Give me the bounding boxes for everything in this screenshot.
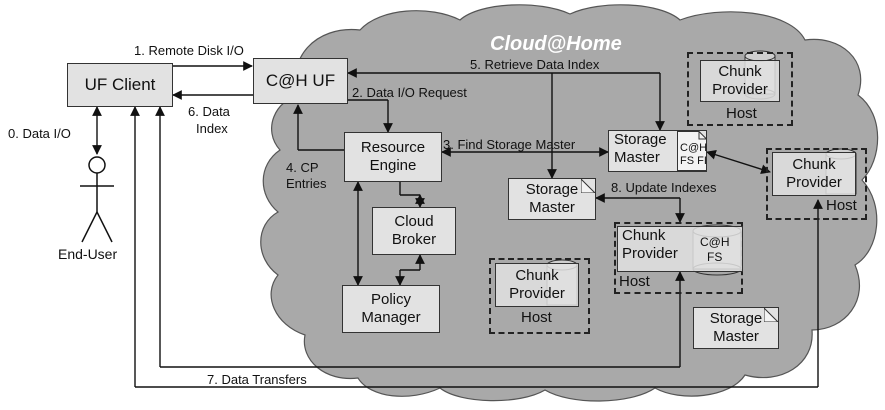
chfs-doc-label-line1: C@H [680, 142, 708, 154]
document-fold-icon [764, 308, 778, 322]
end-user-label: End-User [58, 246, 118, 262]
edge-label-4-line2: Entries [286, 176, 327, 191]
chfs-doc-label-line2: FS FI [680, 155, 707, 167]
chunk-provider-top-label-line2: Provider [712, 81, 768, 98]
storage-master-mid-label-line1: Storage [525, 181, 579, 198]
edge-label-4-line1: 4. CP [286, 160, 319, 175]
chunk-provider-left-label-line2: Provider [509, 285, 565, 302]
host-label-left: Host [521, 309, 552, 326]
uf-client-label: UF Client [84, 75, 156, 94]
cloud-broker-label-line2: Broker [391, 231, 437, 248]
chfs-cyl-label-line1: C@H [700, 235, 730, 249]
cloud-broker-label-line1: Cloud [394, 213, 434, 230]
chunk-provider-left-box: Chunk Provider [495, 263, 579, 307]
storage-master-mid-label-line2: Master [529, 199, 575, 216]
resource-engine-label-line1: Resource [360, 139, 426, 156]
edge-label-8: 8. Update Indexes [611, 180, 717, 195]
host-label-center: Host [619, 273, 650, 290]
chfs-cyl-label-line2: FS [707, 250, 723, 264]
edge-label-0: 0. Data I/O [8, 126, 71, 141]
chunk-provider-right-box: Chunk Provider [772, 152, 856, 196]
ch-uf-label: C@H UF [265, 71, 336, 90]
policy-manager-label-line1: Policy [370, 291, 411, 308]
policy-manager-box: Policy Manager [342, 285, 440, 333]
host-frame-left [489, 258, 590, 334]
storage-master-mid-box: Storage Master [508, 178, 596, 220]
chunk-provider-center-label-line1: Chunk [622, 227, 666, 244]
edge-label-2: 2. Data I/O Request [352, 85, 467, 100]
chunk-provider-right-label-line1: Chunk [792, 156, 836, 173]
cloud-broker-box: Cloud Broker [372, 207, 456, 255]
resource-engine-label-line2: Engine [369, 157, 417, 174]
chunk-provider-top-box: Chunk Provider [700, 60, 780, 102]
host-label-right: Host [826, 197, 857, 214]
edge-label-6-line1: 6. Data [188, 104, 230, 119]
host-label-top: Host [726, 105, 757, 122]
edge-label-5: 5. Retrieve Data Index [470, 57, 600, 72]
chunk-provider-center-box: Chunk Provider [617, 226, 743, 272]
chunk-provider-top-label-line1: Chunk [718, 63, 762, 80]
cloud-title: Cloud@Home [490, 33, 622, 55]
storage-master-low-label-line1: Storage [709, 310, 763, 327]
storage-master-main-label-line2: Master [614, 149, 660, 166]
edge-label-1: 1. Remote Disk I/O [134, 43, 244, 58]
policy-manager-label-line2: Manager [361, 309, 421, 326]
chfs-fi-document-icon [677, 131, 707, 171]
host-frame-top [687, 52, 793, 126]
host-frame-right [766, 148, 867, 220]
edge-label-7: 7. Data Transfers [207, 372, 307, 387]
resource-engine-box: Resource Engine [344, 132, 442, 182]
uf-client-box: UF Client [67, 63, 173, 107]
edge-label-3: 3. Find Storage Master [443, 137, 576, 152]
document-fold-icon [581, 179, 595, 193]
storage-master-main-label-line1: Storage [614, 131, 667, 148]
chunk-provider-left-label-line1: Chunk [515, 267, 559, 284]
end-user-figure [80, 156, 114, 243]
ch-uf-box: C@H UF [253, 58, 348, 104]
storage-master-low-label-line2: Master [713, 328, 759, 345]
chunk-provider-center-label-line2: Provider [622, 245, 678, 262]
chunk-provider-right-label-line2: Provider [786, 174, 842, 191]
edge-label-6-line2: Index [196, 121, 228, 136]
